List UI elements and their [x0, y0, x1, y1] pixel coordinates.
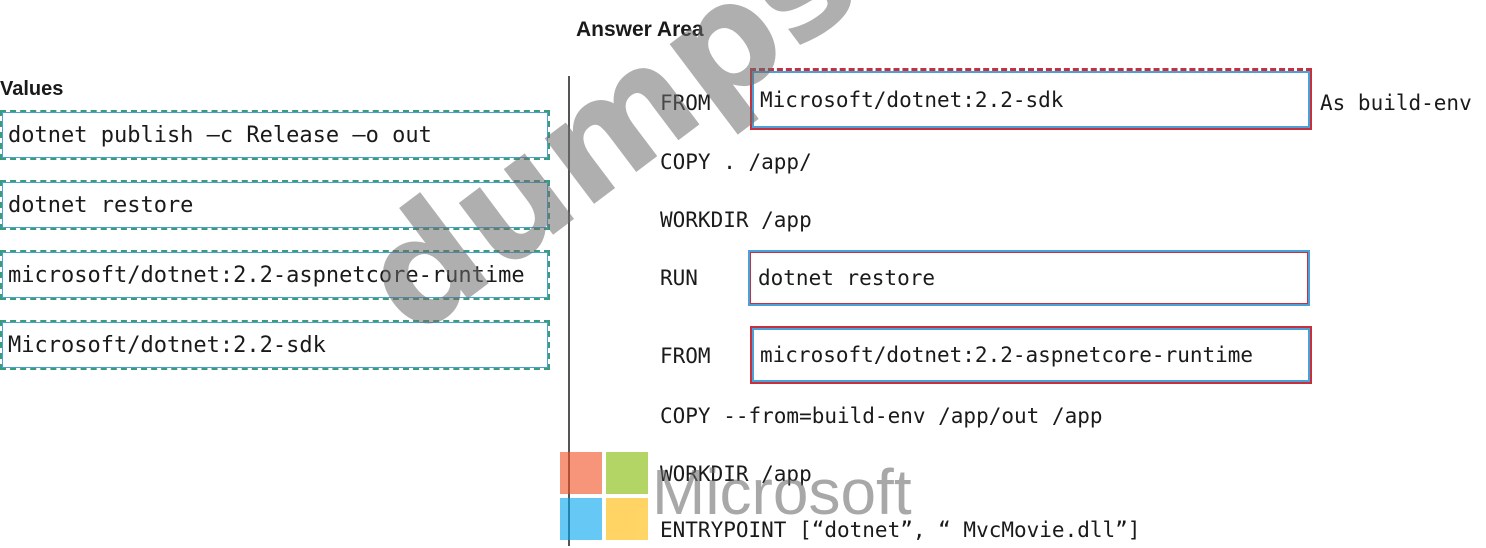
copy-from-line: COPY --from=build-env /app/out /app — [660, 404, 1103, 428]
value-item-label: dotnet publish –c Release –o out — [8, 122, 432, 148]
answer-slot-1-value: Microsoft/dotnet:2.2-sdk — [760, 87, 1064, 112]
answer-slot-3[interactable]: microsoft/dotnet:2.2-aspnetcore-runtime — [750, 326, 1312, 384]
workdir-line: WORKDIR /app — [660, 208, 812, 232]
as-build-env-text: As build-env — [1320, 91, 1472, 115]
microsoft-logo-icon — [560, 452, 648, 540]
keyword-from: FROM — [660, 344, 711, 368]
keyword-from: FROM — [660, 91, 711, 115]
answer-slot-3-value: microsoft/dotnet:2.2-aspnetcore-runtime — [760, 343, 1254, 367]
values-title: Values — [0, 78, 64, 100]
value-item[interactable]: microsoft/dotnet:2.2-aspnetcore-runtime — [0, 250, 550, 300]
value-item[interactable]: Microsoft/dotnet:2.2-sdk — [0, 320, 550, 370]
answer-slot-2[interactable]: dotnet restore — [748, 250, 1310, 306]
copy-line: COPY . /app/ — [660, 150, 812, 174]
value-item-label: dotnet restore — [8, 192, 194, 218]
workdir-line: WORKDIR /app — [660, 462, 812, 486]
keyword-run: RUN — [660, 266, 698, 290]
answer-slot-2-value: dotnet restore — [758, 266, 936, 290]
value-item[interactable]: dotnet restore — [0, 180, 550, 230]
value-item-label: microsoft/dotnet:2.2-aspnetcore-runtime — [8, 262, 525, 288]
answer-area-title: Answer Area — [576, 18, 704, 41]
value-item-label: Microsoft/dotnet:2.2-sdk — [8, 332, 326, 358]
value-item[interactable]: dotnet publish –c Release –o out — [0, 110, 550, 160]
panel-divider — [568, 76, 570, 546]
answer-slot-1[interactable]: Microsoft/dotnet:2.2-sdk — [750, 68, 1312, 130]
entrypoint-line: ENTRYPOINT [“dotnet”, “ MvcMovie.dll”] — [660, 518, 1141, 542]
